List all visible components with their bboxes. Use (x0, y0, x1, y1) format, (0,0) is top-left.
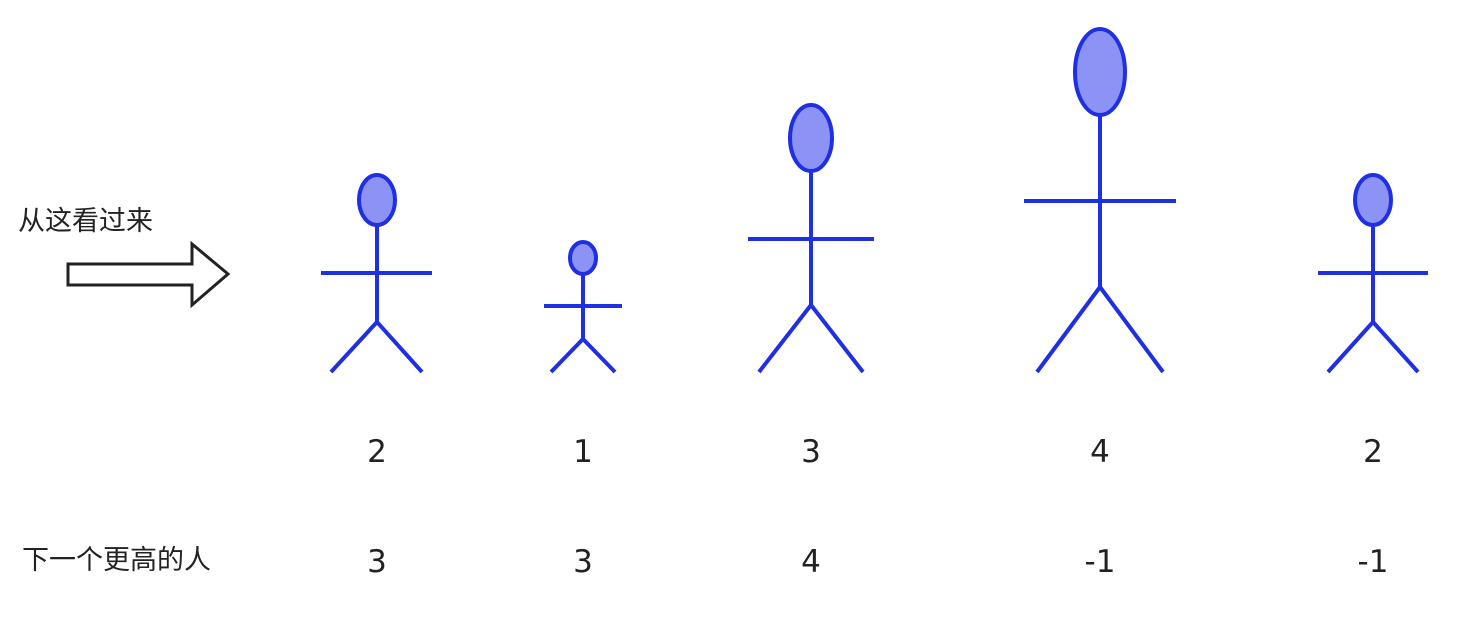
height-value-5: 2 (1363, 434, 1383, 470)
person-head (568, 240, 598, 276)
person-right-leg (809, 303, 865, 374)
next-taller-value-2: 3 (573, 544, 593, 580)
person-figure-4 (1024, 27, 1176, 374)
person-figure-2 (544, 240, 622, 374)
person-right-leg (1098, 285, 1165, 374)
person-left-leg (1035, 285, 1102, 374)
height-value-3: 3 (801, 434, 821, 470)
height-value-4: 4 (1090, 434, 1110, 470)
person-right-leg (375, 320, 424, 374)
person-left-leg (757, 303, 813, 374)
height-value-1: 2 (367, 434, 387, 470)
next-taller-row-label: 下一个更高的人 (22, 545, 211, 576)
person-figure-3 (748, 103, 874, 374)
person-left-leg (1326, 320, 1375, 374)
next-taller-value-4: -1 (1084, 544, 1116, 580)
person-left-leg (329, 320, 379, 374)
height-value-2: 1 (573, 434, 593, 470)
right-arrow-icon (66, 240, 231, 309)
person-figure-1 (321, 173, 432, 374)
next-taller-value-5: -1 (1357, 544, 1389, 580)
person-right-leg (1371, 320, 1420, 374)
person-right-leg (581, 337, 617, 374)
person-head (788, 103, 834, 173)
next-taller-value-3: 4 (801, 544, 821, 580)
person-head (1073, 27, 1127, 117)
person-head (357, 173, 397, 227)
person-head (1353, 173, 1393, 227)
direction-label: 从这看过来 (18, 206, 153, 237)
next-taller-value-1: 3 (367, 544, 387, 580)
person-left-leg (549, 337, 585, 374)
person-figure-5 (1318, 173, 1428, 374)
